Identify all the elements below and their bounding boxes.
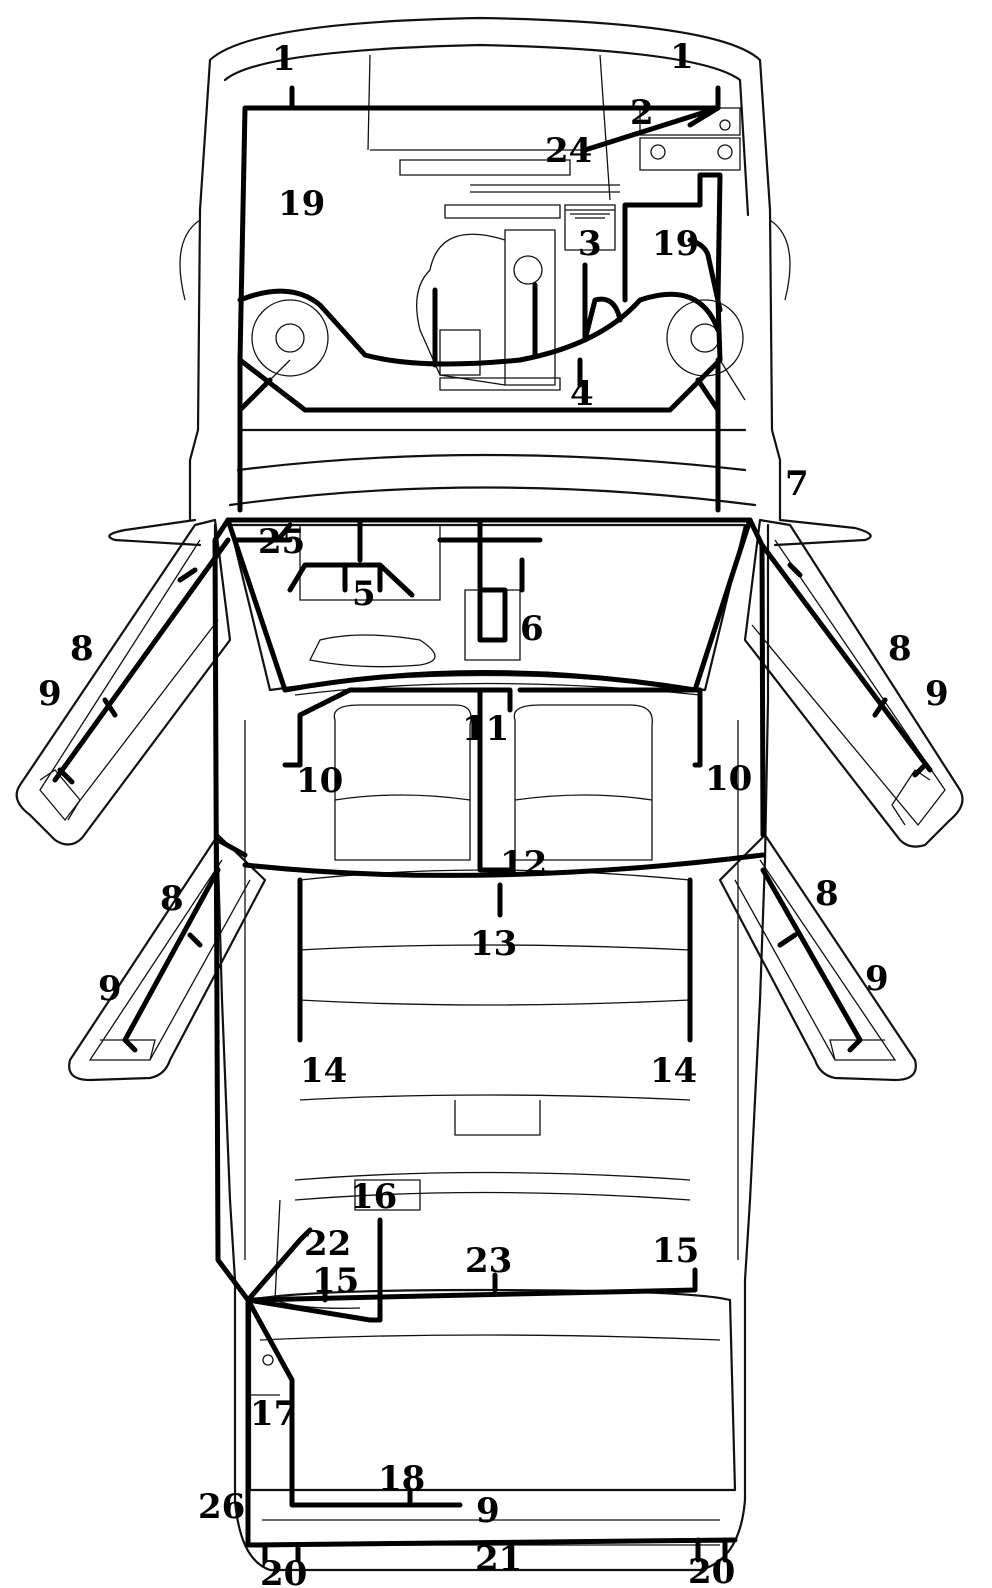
- callout-11: 11: [462, 709, 509, 749]
- front-seat-right: [513, 704, 653, 861]
- trunk-lid: [248, 1288, 737, 1492]
- car-body-outline: [15, 16, 964, 1572]
- callout-6: 6: [520, 609, 544, 649]
- callout-14-left: 14: [300, 1051, 347, 1091]
- callout-15-right: 15: [652, 1231, 699, 1271]
- callout-8-front-right: 8: [888, 629, 912, 669]
- door-front-right: [743, 518, 964, 848]
- callout-20-right: 20: [688, 1552, 735, 1588]
- callout-13: 13: [470, 924, 517, 964]
- door-front-left: [15, 518, 232, 846]
- mirror-left: [108, 518, 202, 547]
- door-rear-right: [718, 833, 917, 1082]
- front-seat-left: [333, 704, 472, 861]
- callout-23: 23: [465, 1241, 512, 1281]
- callout-9-front-right: 9: [925, 674, 949, 714]
- cabin-left-side: [213, 523, 770, 1572]
- callout-8-rear-left: 8: [160, 879, 184, 919]
- callout-9-trunk: 9: [476, 1491, 500, 1531]
- callout-3: 3: [578, 224, 602, 264]
- wiring-harness: [52, 85, 933, 1563]
- callout-10-left: 10: [296, 761, 343, 801]
- door-rear-left: [68, 833, 267, 1082]
- callout-7: 7: [785, 464, 809, 504]
- callout-15-left: 15: [312, 1261, 359, 1301]
- hood-edge: [223, 43, 750, 217]
- callout-14-right: 14: [650, 1051, 697, 1091]
- callout-10-right: 10: [705, 759, 752, 799]
- harness-rear: [245, 1267, 698, 1303]
- callout-21: 21: [475, 1539, 522, 1579]
- harness-b-pillar: [215, 837, 766, 878]
- callout-4: 4: [570, 374, 594, 414]
- callout-19-right: 19: [652, 224, 699, 264]
- callout-2: 2: [630, 93, 654, 133]
- callout-22: 22: [304, 1224, 351, 1264]
- callout-9-rear-right: 9: [865, 959, 889, 999]
- cowl-line: [228, 428, 757, 507]
- callout-20-left: 20: [260, 1554, 307, 1588]
- front-body: [188, 16, 782, 522]
- windshield: [228, 523, 747, 692]
- callout-25: 25: [258, 522, 305, 562]
- engine-block: [504, 229, 556, 386]
- callout-8-front-left: 8: [70, 629, 94, 669]
- callout-16: 16: [350, 1177, 397, 1217]
- callout-labels: 1 1 2 24 19 19 3 4 7 25 5 6 8 9 8 9 11 1…: [38, 37, 949, 1588]
- callout-8-rear-right: 8: [815, 874, 839, 914]
- callout-12: 12: [500, 844, 547, 884]
- callout-19-left: 19: [278, 184, 325, 224]
- mirror-right: [773, 518, 872, 547]
- strut-left: [251, 299, 329, 377]
- callout-5: 5: [352, 574, 376, 614]
- callout-1-right: 1: [670, 37, 694, 77]
- callout-24: 24: [545, 131, 592, 171]
- callout-9-rear-left: 9: [98, 969, 122, 1009]
- callout-17: 17: [250, 1394, 297, 1434]
- callout-9-front-left: 9: [38, 674, 62, 714]
- callout-1-left: 1: [272, 39, 296, 79]
- callout-18: 18: [378, 1459, 425, 1499]
- callout-26: 26: [198, 1487, 245, 1527]
